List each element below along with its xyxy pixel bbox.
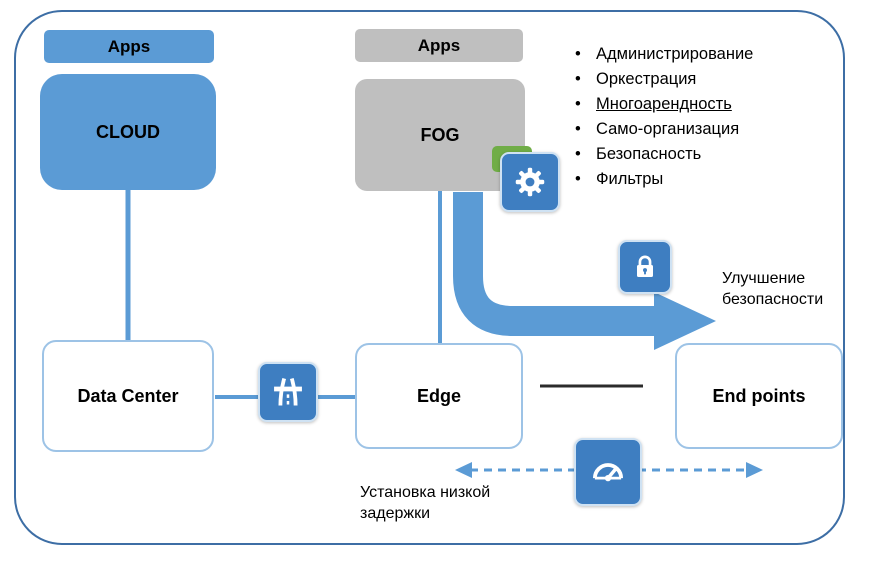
latency-arrowhead-left [455, 462, 472, 478]
fog-box: FOG [355, 79, 525, 191]
cloud-box: CLOUD [40, 74, 216, 190]
end-points-label: End points [712, 385, 806, 406]
feature-item: Администрирование [570, 42, 845, 67]
fog-endpoints-arrow [453, 192, 656, 336]
data-center-box: Data Center [42, 340, 214, 452]
highway-icon [258, 362, 318, 422]
feature-item: Безопасность [570, 142, 845, 167]
fog-box-label: FOG [420, 124, 460, 145]
gear-icon [500, 152, 560, 212]
fog-apps-tab: Apps [355, 29, 523, 62]
end-points-box: End points [675, 343, 843, 449]
speedometer-icon [574, 438, 642, 506]
feature-item: Само-организация [570, 117, 845, 142]
feature-item: Фильтры [570, 167, 845, 192]
lock-icon [618, 240, 672, 294]
gear-glyph [515, 167, 545, 197]
fog-endpoints-arrowhead [654, 292, 716, 350]
cloud-box-label: CLOUD [96, 121, 160, 142]
edge-box: Edge [355, 343, 523, 449]
cloud-apps-tab: Apps [44, 30, 214, 63]
lock-glyph [637, 255, 653, 277]
feature-item: Оркестрация [570, 67, 845, 92]
fog-feature-list: Администрирование Оркестрация Многоаренд… [570, 42, 845, 192]
cloud-apps-label: Apps [107, 36, 151, 56]
speedometer-glyph [592, 463, 624, 482]
fog-apps-label: Apps [417, 35, 461, 55]
data-center-label: Data Center [77, 385, 179, 406]
latency-note: Установка низкой задержки [360, 484, 491, 522]
edge-label: Edge [416, 385, 461, 406]
security-note: Улучшение безопасности [722, 270, 824, 308]
highway-glyph [274, 378, 302, 406]
latency-arrowhead-right [746, 462, 763, 478]
diagram-outline [14, 10, 845, 545]
feature-item: Многоарендность [570, 92, 845, 117]
